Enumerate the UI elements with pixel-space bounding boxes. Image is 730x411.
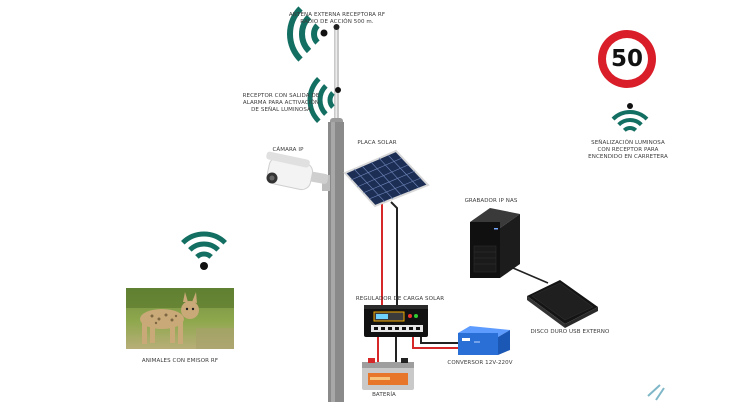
external-disk [527,280,598,328]
antenna-label: ANTENA EXTERNA RECEPTORA RF RADIO DE ACC… [288,12,386,25]
converter [458,326,510,355]
pole [328,24,344,402]
charge-regulator-label: REGULADOR DE CARGA SOLAR [355,296,445,302]
lynx-illustration [126,288,234,349]
nas-recorder [470,208,520,278]
animal-wifi-icon [181,231,227,259]
solar-black-wire [390,201,398,306]
speed-limit-value: 50 [610,46,643,72]
solar-panel [343,149,430,208]
converter-label: CONVERSOR 12V-220V [447,360,513,366]
ip-camera [266,151,330,191]
animal-dot [200,262,208,270]
animals-label: ANIMALES CON EMISOR RF [141,358,219,364]
camera-label: CÁMARA IP [272,147,304,153]
lynx-photo [126,288,234,349]
solar-panel-label: PLACA SOLAR [357,140,397,146]
battery-label: BATERÍA [372,392,396,398]
battery [362,358,414,390]
wiring [377,201,549,362]
converter-black-wire [420,336,458,344]
receiver-dot [335,87,341,93]
speed-limit-sign [598,30,656,88]
sign-dot [627,103,633,109]
external-disk-label: DISCO DURO USB EXTERNO [530,329,610,335]
nvr-label: GRABADOR IP NAS [464,198,518,204]
corner-mark [647,384,665,401]
receiver-wifi-icon [307,77,335,123]
receiver-label: RECEPTOR CON SALIDA DE ALARMA PARA ACTIV… [242,93,320,113]
charge-regulator [364,305,428,337]
antenna-dot [320,29,328,37]
road-sign-label: SEÑALIZACIÓN LUMINOSA CON RECEPTOR PARA … [588,140,668,160]
sign-wifi-icon [611,110,649,132]
usb-cable [512,267,549,284]
converter-red-wire [412,336,458,349]
antenna-wifi-icon [287,6,320,62]
